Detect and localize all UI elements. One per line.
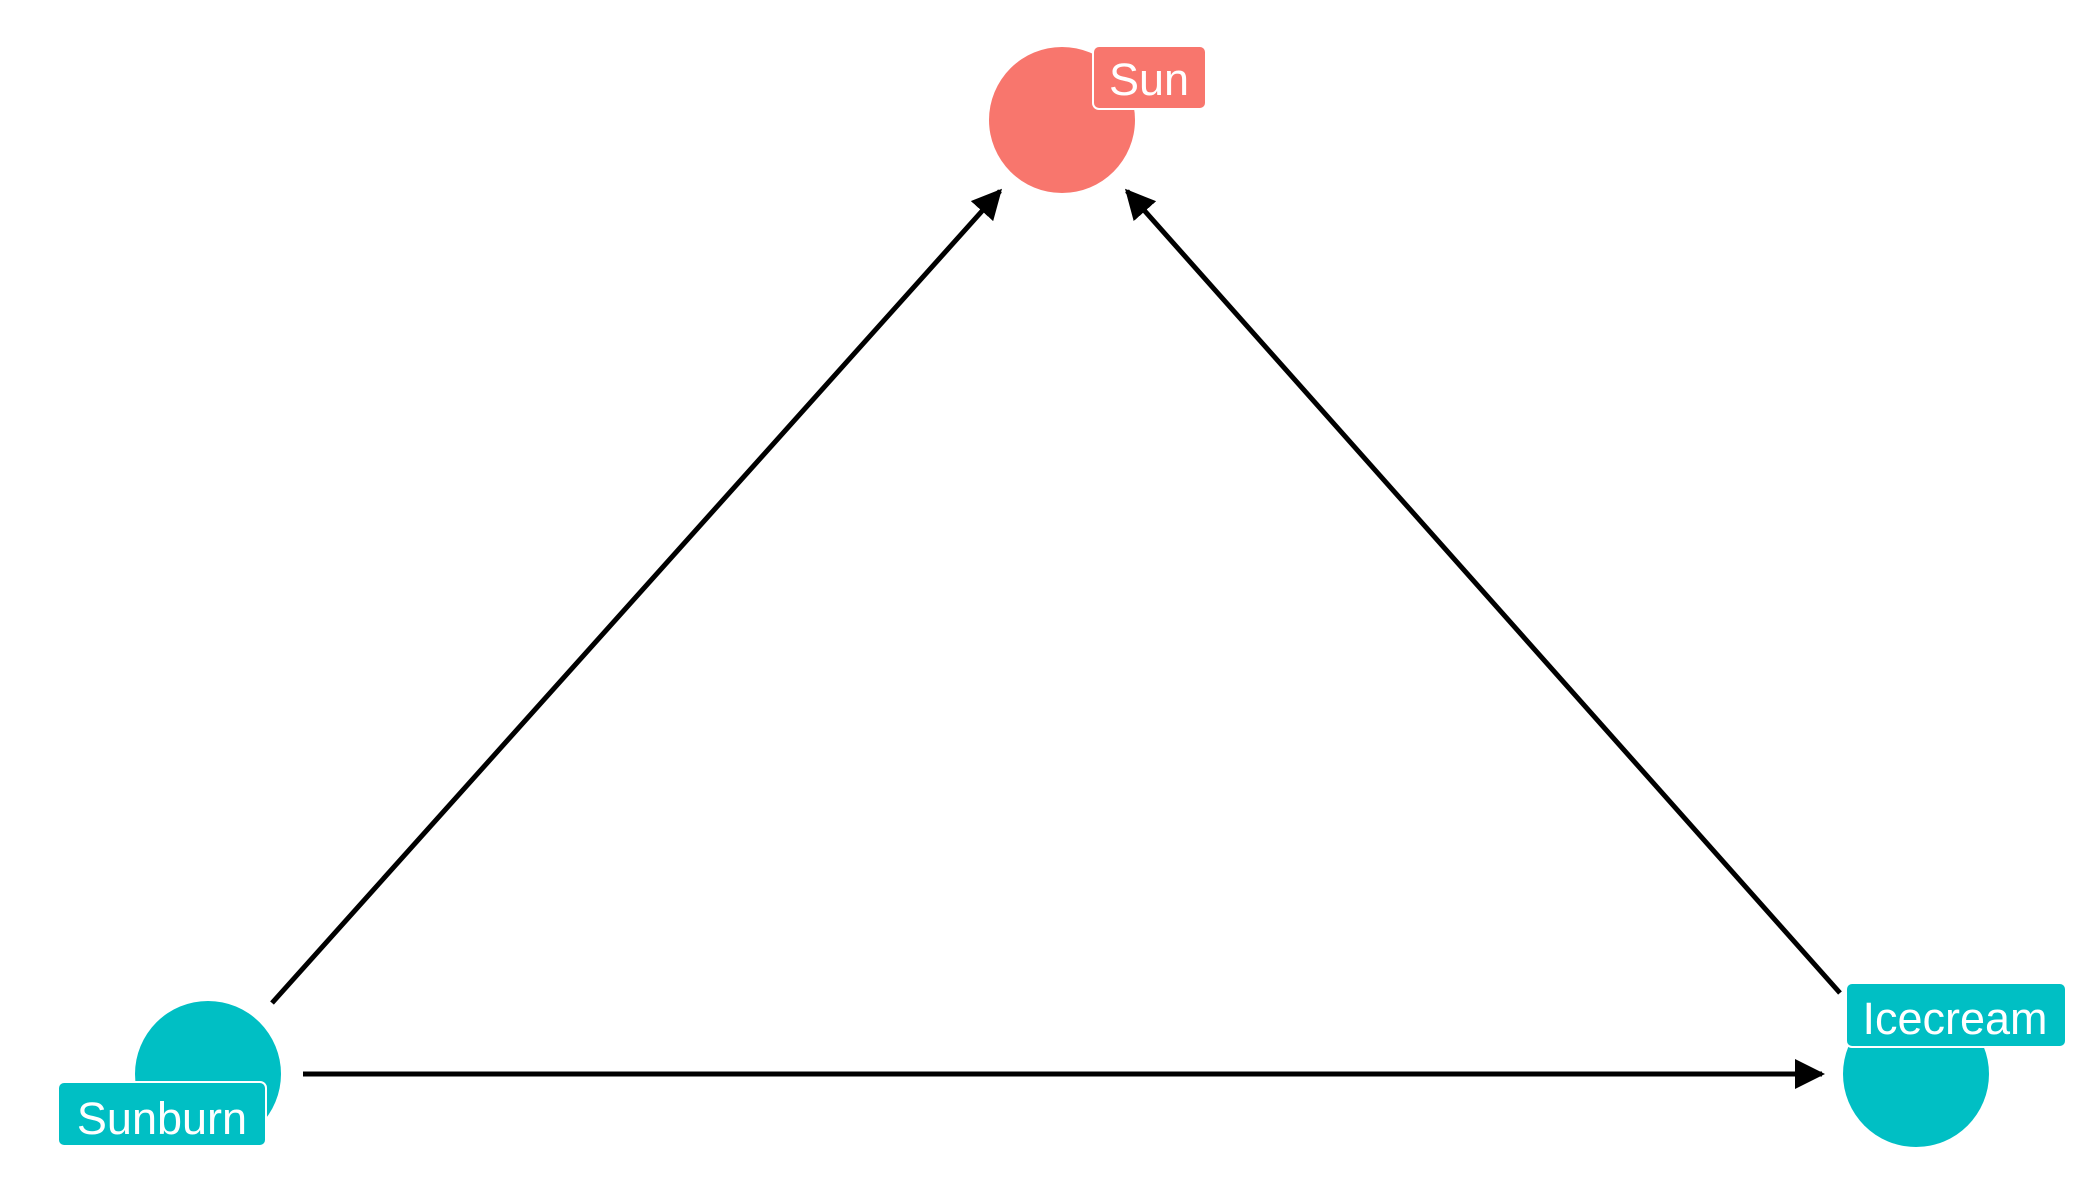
node-sun: Sun xyxy=(989,45,1207,193)
node-sunburn-label-box xyxy=(57,1081,267,1147)
node-icecream: Icecream xyxy=(1843,982,2067,1147)
edges xyxy=(270,188,1842,1089)
node-sun-label-box xyxy=(1092,45,1207,110)
node-icecream-label-box xyxy=(1845,982,2067,1048)
node-sunburn-label: Sunburn xyxy=(77,1093,247,1144)
edge-icecream-to-sun xyxy=(1125,188,1842,995)
node-icecream-label: Icecream xyxy=(1862,993,2047,1044)
edge-sunburn-to-sun xyxy=(270,188,1003,1005)
node-sunburn: Sunburn xyxy=(57,1001,281,1147)
node-sun-label: Sun xyxy=(1109,54,1189,105)
